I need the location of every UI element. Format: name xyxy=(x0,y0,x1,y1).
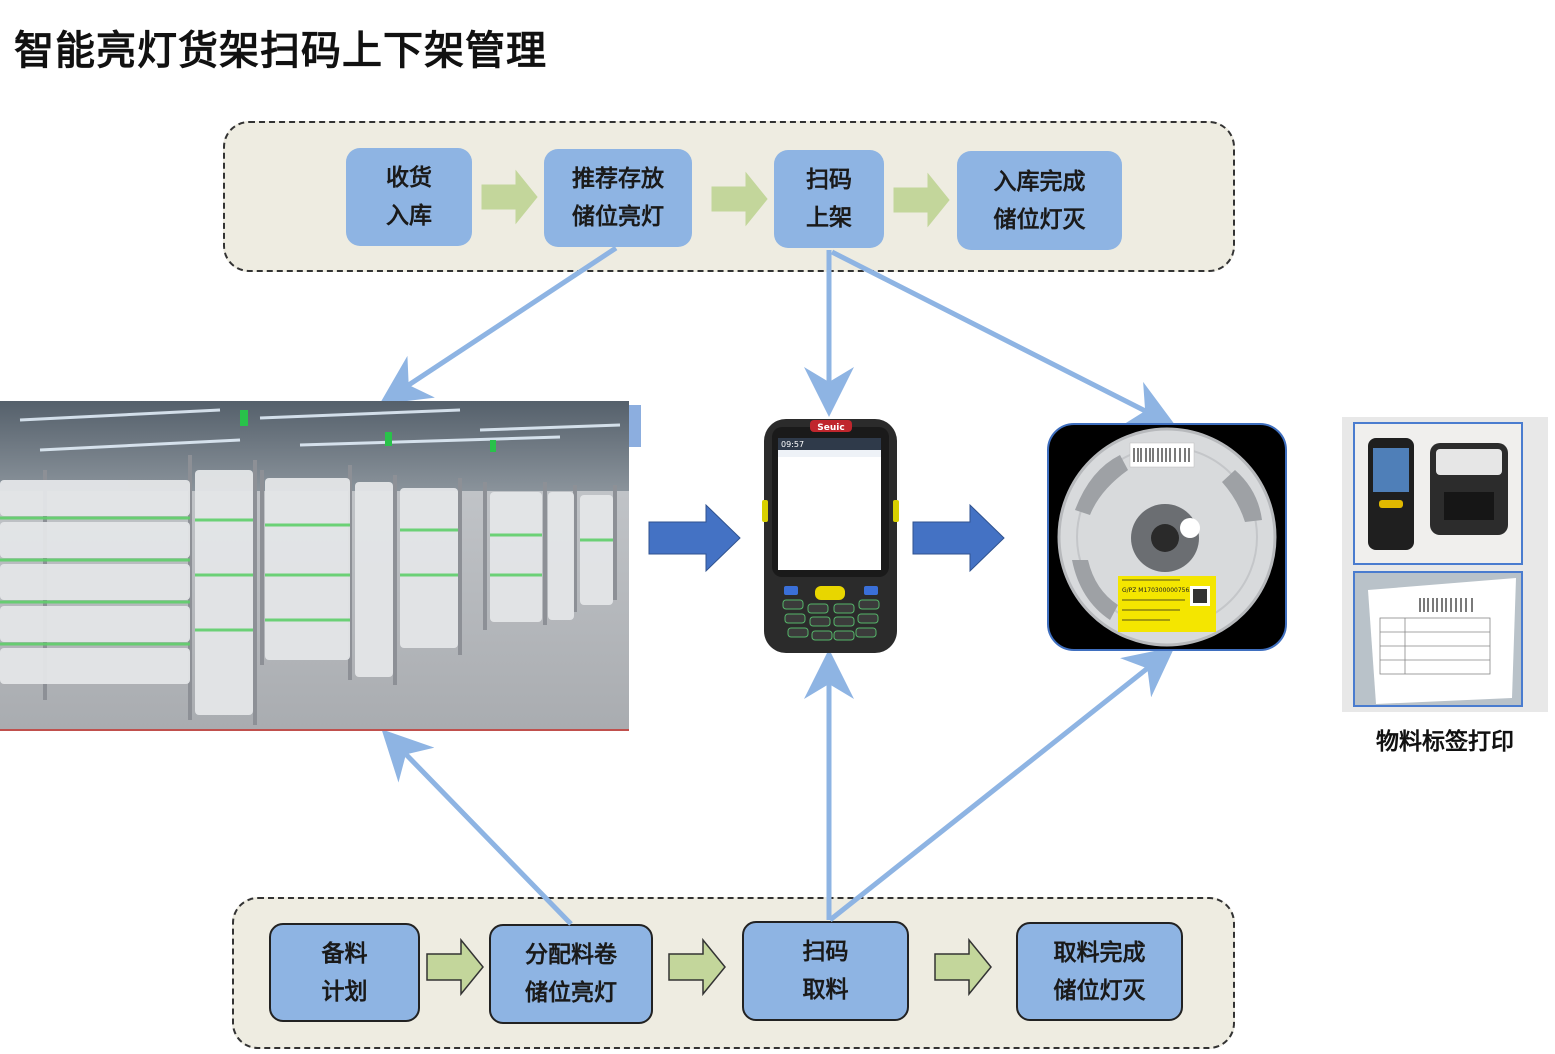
link-recommend-to-shelf xyxy=(379,245,618,405)
step-line1: 扫码 xyxy=(806,167,852,193)
handheld-scanner: Seuic 09:57 xyxy=(762,419,899,653)
inbound-step-complete: 入库完成 储位灯灭 xyxy=(957,151,1122,250)
link-pick-to-reel xyxy=(828,646,1175,922)
step-line2: 储位亮灯 xyxy=(525,980,617,1006)
outbound-step-scan-pick: 扫码 取料 xyxy=(742,921,909,1021)
warehouse-shelf-photo xyxy=(0,401,641,731)
flow-arrow-6 xyxy=(934,937,992,997)
outbound-flow-arrows xyxy=(426,937,992,997)
big-arrow-shelf-to-scanner xyxy=(648,503,741,573)
step-line1: 推荐存放 xyxy=(572,166,664,192)
step-line2: 计划 xyxy=(321,978,368,1005)
step-line2: 上架 xyxy=(806,205,852,231)
step-line1: 入库完成 xyxy=(993,168,1086,195)
flow-arrow-5 xyxy=(668,937,726,997)
scanner-brand: Seuic xyxy=(817,423,844,433)
step-line2: 入库 xyxy=(386,203,432,229)
step-line1: 取料完成 xyxy=(1053,939,1146,966)
inbound-step-scan-shelve: 扫码 上架 xyxy=(774,150,884,248)
flow-arrow-1 xyxy=(481,169,538,225)
inbound-flow-arrows xyxy=(481,169,950,228)
scanner-clock: 09:57 xyxy=(781,440,804,449)
outbound-step-complete: 取料完成 储位灯灭 xyxy=(1016,922,1183,1021)
label-print-caption: 物料标签打印 xyxy=(1376,729,1514,755)
flow-arrow-2 xyxy=(711,171,768,227)
step-line2: 取料 xyxy=(802,977,849,1003)
step-line2: 储位亮灯 xyxy=(572,204,664,230)
link-arrows xyxy=(379,245,1177,926)
big-flow-arrows xyxy=(648,503,1005,573)
step-line1: 备料 xyxy=(321,940,368,967)
material-reel-photo: G/PZ M1703000007563 xyxy=(1047,423,1287,651)
link-allocate-to-shelf xyxy=(381,729,573,926)
link-scan-to-reel xyxy=(830,249,1177,427)
reel-label-code: G/PZ M1703000007563 xyxy=(1122,587,1193,594)
step-line1: 扫码 xyxy=(802,939,849,965)
step-line2: 储位灯灭 xyxy=(993,206,1086,233)
inbound-step-receive: 收货 入库 xyxy=(346,148,472,246)
outbound-step-allocate: 分配料卷 储位亮灯 xyxy=(489,924,653,1024)
step-line2: 储位灯灭 xyxy=(1053,977,1146,1004)
outbound-step-plan: 备料 计划 xyxy=(269,923,420,1022)
step-line1: 分配料卷 xyxy=(525,942,617,968)
big-arrow-scanner-to-reel xyxy=(912,503,1005,573)
step-line1: 收货 xyxy=(386,165,432,191)
label-print-photo xyxy=(1342,417,1548,712)
flow-arrow-4 xyxy=(426,937,484,997)
flow-arrow-3 xyxy=(893,172,950,228)
inbound-step-recommend: 推荐存放 储位亮灯 xyxy=(544,149,692,247)
page-title: 智能亮灯货架扫码上下架管理 xyxy=(14,28,547,74)
